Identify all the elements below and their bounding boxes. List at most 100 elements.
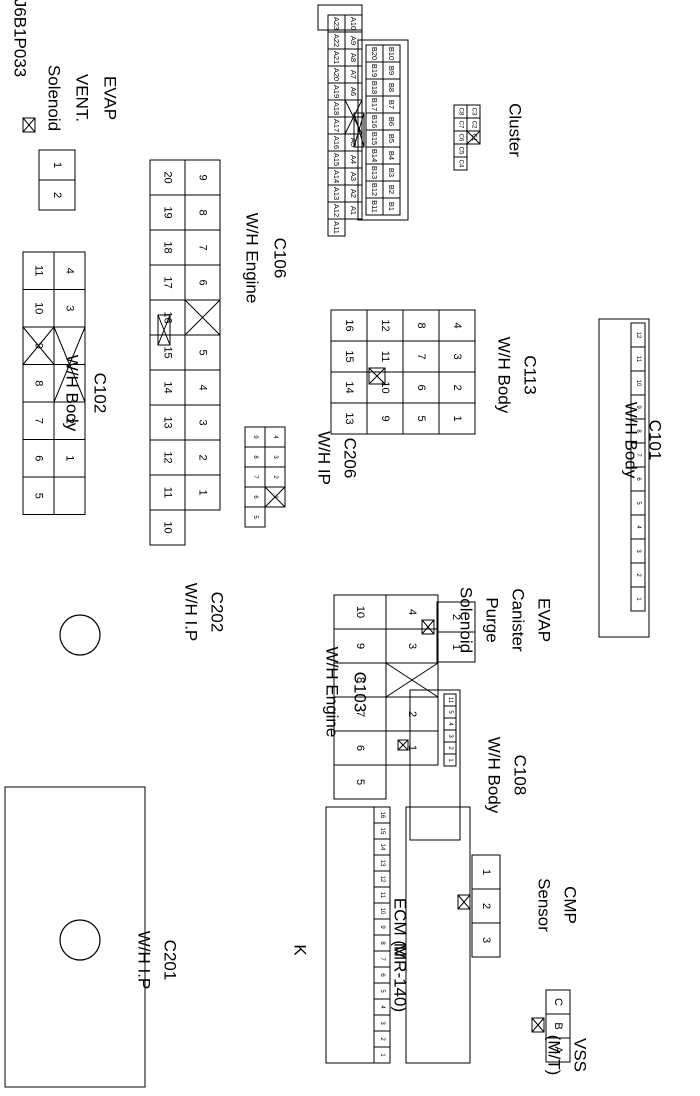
c101-pin: 9: [635, 405, 641, 409]
vss-latch: [531, 1017, 545, 1033]
c106-pin: 13: [162, 416, 174, 428]
c108-pin: 4: [447, 722, 453, 726]
c103-pin: 5: [354, 779, 366, 785]
ecm-k-pin: 16: [379, 812, 385, 819]
caption-c102-line-2: W/H Body: [63, 355, 82, 432]
c103-pin: 4: [406, 609, 418, 615]
c108-pin: 11: [447, 697, 453, 704]
c113-cell: [330, 402, 368, 435]
ecm-b-connector-pin: B2: [387, 185, 396, 194]
c101-pin: 12: [635, 332, 641, 339]
latch-x-mark-line: [353, 112, 365, 148]
c201-outline: [4, 786, 146, 1088]
c113-pin: 3: [451, 353, 463, 359]
c102-pin: 5: [33, 493, 45, 499]
c206-pin: 4: [272, 435, 278, 439]
c113-pin: 2: [451, 384, 463, 390]
cluster-pin: C5: [458, 147, 464, 155]
ecm-k-pin: 6: [379, 973, 385, 977]
c103-pin: 10: [354, 606, 366, 618]
c113-pin: 9: [379, 415, 391, 421]
ecm-a-connector-pin: A20: [332, 68, 341, 81]
c103-pin: 2: [406, 711, 418, 717]
caption-c108-line-1: C108: [511, 755, 530, 796]
c103-x-latch: [385, 662, 439, 698]
c102-pin: 2: [64, 418, 76, 424]
caption-ecm-line-1: ECM (MR-140): [391, 898, 410, 1012]
evap-canister-pin-2: 2: [450, 614, 462, 620]
c108-pin: 3: [447, 734, 453, 738]
caption-evap_canister-line-2: Canister: [509, 588, 528, 652]
c206-pin: 3: [272, 455, 278, 459]
ecm-b-connector-cell: [365, 197, 384, 216]
ecm-a-connector-pin: A16: [332, 136, 341, 149]
caption-c113-line-2: W/H Body: [495, 337, 514, 414]
ecm-b-connector-pin: B5: [387, 134, 396, 143]
evap-vent-pin-1: 1: [51, 162, 63, 168]
ecm-b-connector-pin: B16: [370, 115, 379, 128]
c113-pin: 7: [415, 353, 427, 359]
c206-pin: 8: [252, 455, 258, 459]
caption-cluster-line-1: Cluster: [506, 103, 525, 157]
caption-c201-line-1: C201: [161, 940, 180, 981]
ecm-k-pin: 5: [379, 989, 385, 993]
c106-pin: 15: [162, 346, 174, 358]
ecm-b-connector-pin: B7: [387, 100, 396, 109]
vss-pin: B: [552, 1022, 564, 1029]
c106-pin: 1: [197, 489, 209, 495]
caption-k-line-1: K: [291, 944, 310, 956]
evap-vent-pin-2: 2: [51, 192, 63, 198]
caption-c113-line-1: C113: [521, 355, 540, 394]
ecm-a-connector-pin: A18: [332, 102, 341, 115]
caption-cmp-line-2: Sensor: [535, 878, 554, 932]
c102-pin: 10: [33, 302, 45, 314]
cluster-pin: C4: [458, 160, 464, 168]
c113-pin: 8: [415, 322, 427, 328]
caption-c103-line-1: C103: [351, 672, 370, 713]
c101-pin: 11: [635, 356, 641, 363]
c206-pin: 5: [252, 515, 258, 519]
c113-pin: 4: [451, 322, 463, 328]
caption-c101-line-2: W/H Body: [622, 402, 641, 479]
ecm-b-connector-pin: B12: [370, 183, 379, 196]
cmp-pin: 2: [480, 903, 492, 909]
ecm-a-connector-pin: A11: [332, 221, 341, 234]
c103-pin: 1: [406, 745, 418, 751]
ecm-a-connector-pin: A9: [349, 36, 358, 45]
cluster-cell: [453, 156, 468, 171]
c113-pin: 12: [379, 319, 391, 331]
c108-latch: [397, 739, 409, 751]
ecm-b-connector-pin: B1: [387, 202, 396, 211]
cmp-latch: [457, 894, 471, 910]
c102-pin: 11: [33, 265, 45, 276]
c106-pin: 8: [197, 209, 209, 215]
c106-pin: 3: [197, 419, 209, 425]
caption-evap_vent-line-1: EVAP: [101, 76, 120, 120]
ecm-b-connector-pin: B14: [370, 149, 379, 162]
cmp-pin: 1: [480, 869, 492, 875]
caption-c101-line-1: C101: [646, 420, 665, 461]
c103-pin: 8: [354, 677, 366, 683]
caption-evap_canister-line-4: Solenoid: [457, 587, 476, 653]
ecm-a-connector-pin: A12: [332, 204, 341, 217]
c106-pin: 6: [197, 279, 209, 285]
c113-pin: 16: [343, 319, 355, 331]
c108-cell: [443, 753, 457, 767]
c108-pin: 1: [447, 758, 453, 762]
c106-pin: 5: [197, 349, 209, 355]
ecm-k-pin: 12: [379, 876, 385, 883]
latch-x-mark-line: [368, 367, 386, 385]
c113-pin: 5: [415, 415, 427, 421]
c106-pin: 17: [162, 276, 174, 288]
c113-pin: 11: [379, 351, 391, 362]
ecm-a-connector-pin: A14: [332, 170, 341, 183]
c101-pin: 2: [635, 573, 641, 577]
latch-x-mark-line: [397, 739, 409, 751]
ecm-b-connector-pin: B19: [370, 64, 379, 77]
ecm-b-connector-pin: B4: [387, 151, 396, 160]
caption-vss-line-2: (M/T): [545, 1035, 564, 1076]
c108-pin: 2: [447, 746, 453, 750]
latch-x-mark-line: [385, 662, 439, 698]
vss-pin: C: [552, 998, 564, 1006]
